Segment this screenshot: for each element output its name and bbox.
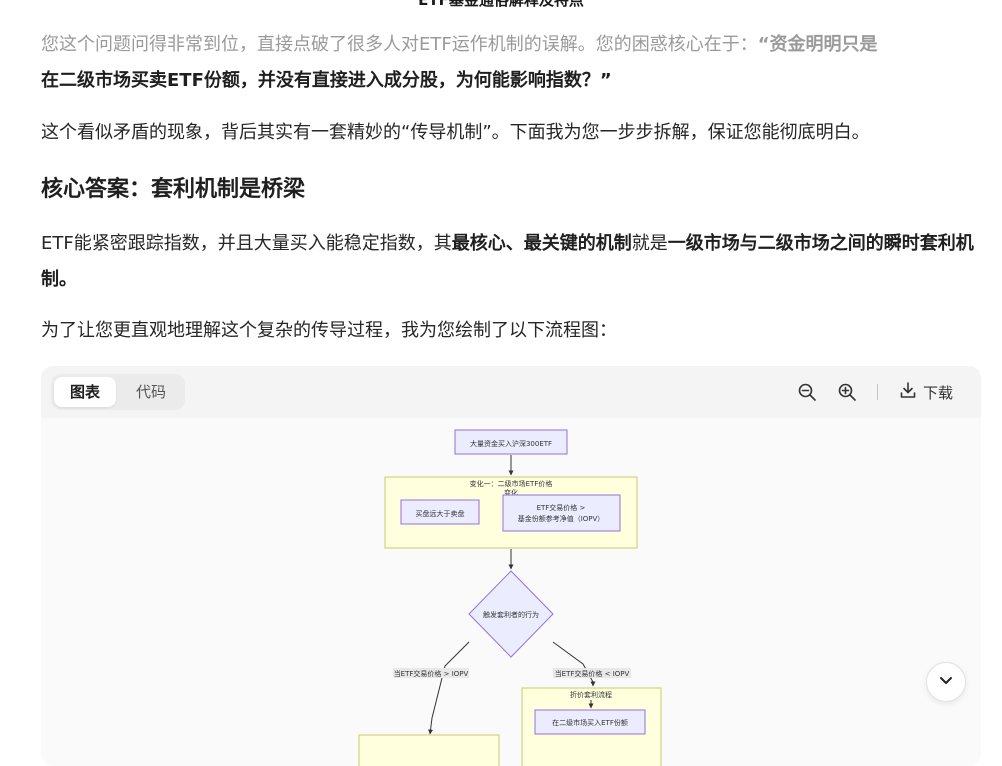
node-buy-pressure-label: 买盘远大于卖盘 — [416, 509, 465, 518]
page-title: ETF基金通俗解释及特点 — [418, 0, 584, 9]
diagram-card: 图表 代码 下载 — [41, 366, 981, 766]
answer-text-1: ETF能紧密跟踪指数，并且大量买入能稳定指数，其 — [41, 233, 452, 254]
answer-bold-1: 最核心、最关键的机制 — [451, 233, 632, 254]
flowchart-canvas[interactable]: 大量资金买入沪深300ETF 变化一：二级市场ETF价格 变化 买盘远大于卖盘 … — [41, 418, 981, 766]
scroll-down-button[interactable] — [926, 662, 966, 702]
group-discount-title: 折价套利流程 — [570, 690, 612, 699]
faded-bold-text: “资金明明只是 — [757, 34, 878, 55]
paragraph-intro: 这个看似矛盾的现象，背后其实有一套精妙的“传导机制”。下面我为您一步步拆解，保证… — [41, 122, 870, 143]
view-switch: 图表 代码 — [51, 374, 185, 410]
download-label: 下载 — [923, 383, 954, 402]
section-heading: 核心答案：套利机制是桥梁 — [41, 177, 306, 202]
group1-title-line2: 变化 — [504, 488, 518, 497]
toolbar-divider — [877, 384, 878, 400]
node-price-line2: 基金份额参考净值（IOPV） — [518, 514, 605, 523]
edge-decision-right — [552, 641, 596, 687]
group-premium-flow — [358, 734, 500, 766]
download-button[interactable]: 下载 — [899, 380, 953, 404]
tab-chart[interactable]: 图表 — [54, 377, 116, 407]
node-start — [454, 429, 568, 455]
edge-label-right: 当ETF交易价格 < IOPV — [555, 669, 630, 678]
answer-bold-2: 一级市场与二级市场之间的瞬时套利机制。 — [41, 233, 974, 290]
paragraph-diagram-intro: 为了让您更直观地理解这个复杂的传导过程，我为您绘制了以下流程图： — [41, 320, 617, 341]
answer-text-2: 就是 — [631, 233, 668, 254]
node-buy-pressure — [400, 499, 480, 525]
edge-decision-left — [428, 641, 470, 735]
node-price-line1: ETF交易价格 > — [537, 503, 586, 512]
flowchart-svg: 大量资金买入沪深300ETF 变化一：二级市场ETF价格 变化 买盘远大于卖盘 … — [358, 429, 662, 766]
chevron-down-icon — [937, 671, 955, 693]
edge-label-left: 当ETF交易价格 > IOPV — [394, 669, 469, 678]
edge-label-right-bg — [553, 668, 631, 678]
zoom-in-icon[interactable] — [837, 382, 857, 402]
decision-label: 触发套利者的行为 — [483, 610, 539, 619]
decision-arbitrage — [468, 570, 554, 658]
bold-question-text: 在二级市场买卖ETF份额，并没有直接进入成分股，为何能影响指数？” — [41, 70, 612, 91]
group1-title-line1: 变化一：二级市场ETF价格 — [470, 479, 553, 488]
edge-label-left-bg — [393, 668, 469, 678]
paragraph-question: 您这个问题问得非常到位，直接点破了很多人对ETF运作机制的误解。您的困惑核心在于… — [41, 27, 976, 99]
node-start-label: 大量资金买入沪深300ETF — [470, 439, 552, 448]
paragraph-answer: ETF能紧密跟踪指数，并且大量买入能稳定指数，其最核心、最关键的机制就是一级市场… — [41, 226, 976, 298]
node-discount-buy-label: 在二级市场买入ETF份额 — [552, 718, 628, 727]
tab-code[interactable]: 代码 — [135, 383, 166, 401]
node-price-premium — [502, 494, 621, 532]
faded-text: 您这个问题问得非常到位，直接点破了很多人对ETF运作机制的误解。您的困惑核心在于… — [41, 34, 758, 55]
diagram-toolbar: 图表 代码 下载 — [41, 366, 981, 418]
download-icon — [899, 381, 917, 403]
zoom-out-icon[interactable] — [797, 382, 817, 402]
